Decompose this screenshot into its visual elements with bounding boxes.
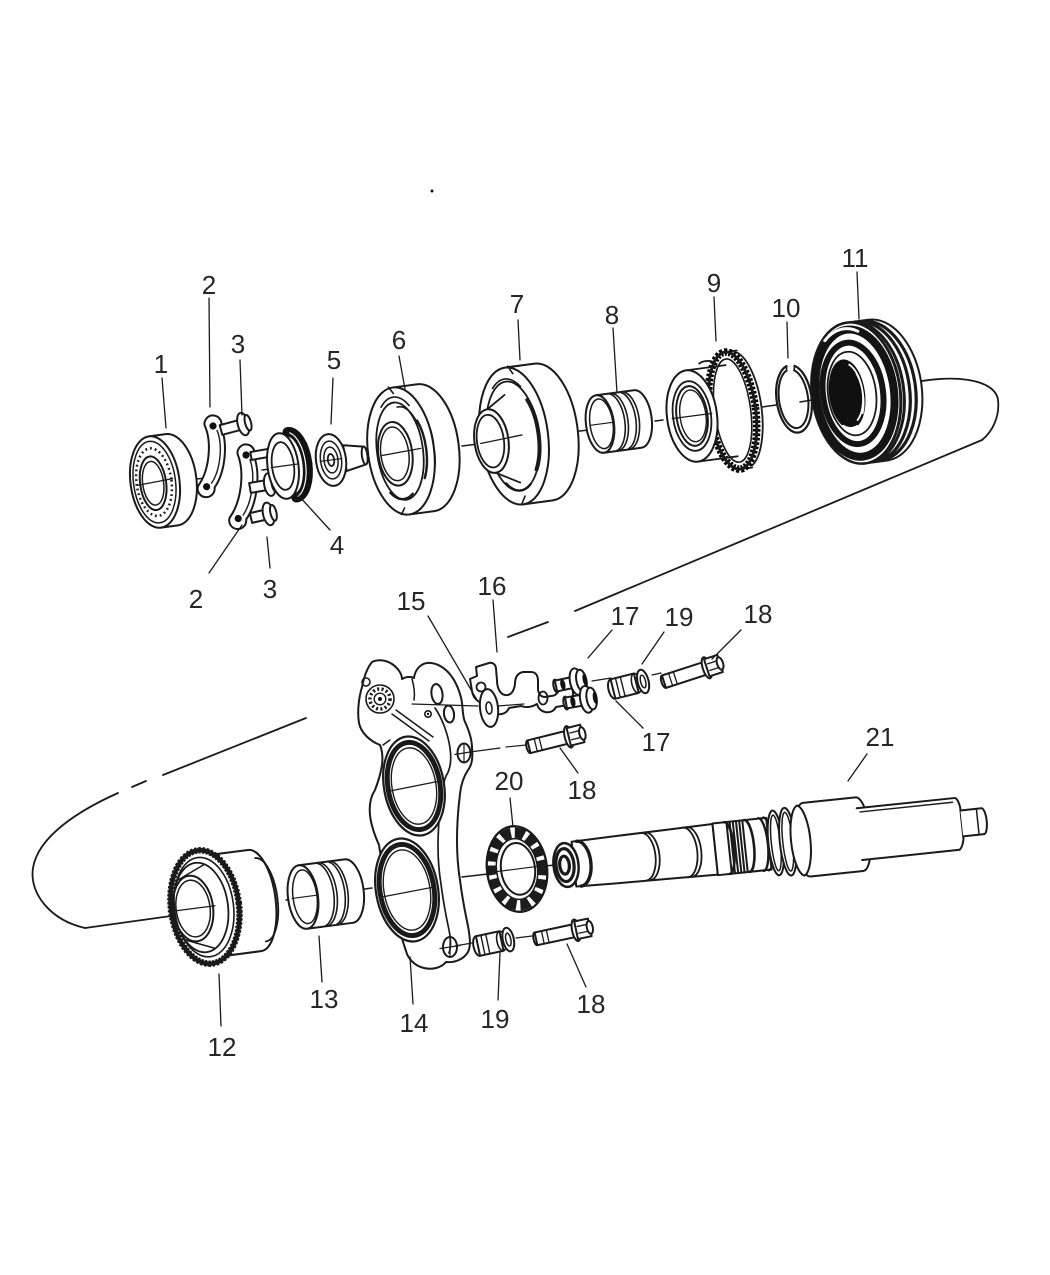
svg-text:12: 12 (208, 1032, 237, 1062)
svg-text:6: 6 (392, 325, 406, 355)
svg-text:3: 3 (231, 329, 245, 359)
svg-text:7: 7 (510, 289, 524, 319)
svg-text:18: 18 (744, 599, 773, 629)
svg-text:8: 8 (605, 300, 619, 330)
svg-text:2: 2 (202, 270, 216, 300)
svg-text:14: 14 (400, 1008, 429, 1038)
svg-text:4: 4 (330, 530, 344, 560)
svg-text:5: 5 (327, 345, 341, 375)
svg-text:20: 20 (495, 766, 524, 796)
svg-text:1: 1 (154, 349, 168, 379)
svg-text:18: 18 (568, 775, 597, 805)
svg-text:19: 19 (665, 602, 694, 632)
svg-text:15: 15 (397, 586, 426, 616)
svg-text:11: 11 (842, 243, 869, 273)
svg-text:18: 18 (577, 989, 606, 1019)
svg-text:9: 9 (707, 268, 721, 298)
svg-text:13: 13 (310, 984, 339, 1014)
svg-text:17: 17 (642, 727, 671, 757)
svg-text:2: 2 (189, 584, 203, 614)
svg-text:19: 19 (481, 1004, 510, 1034)
svg-text:10: 10 (772, 293, 801, 323)
svg-text:16: 16 (478, 571, 507, 601)
svg-text:3: 3 (263, 574, 277, 604)
svg-text:21: 21 (866, 722, 895, 752)
svg-text:17: 17 (611, 601, 640, 631)
